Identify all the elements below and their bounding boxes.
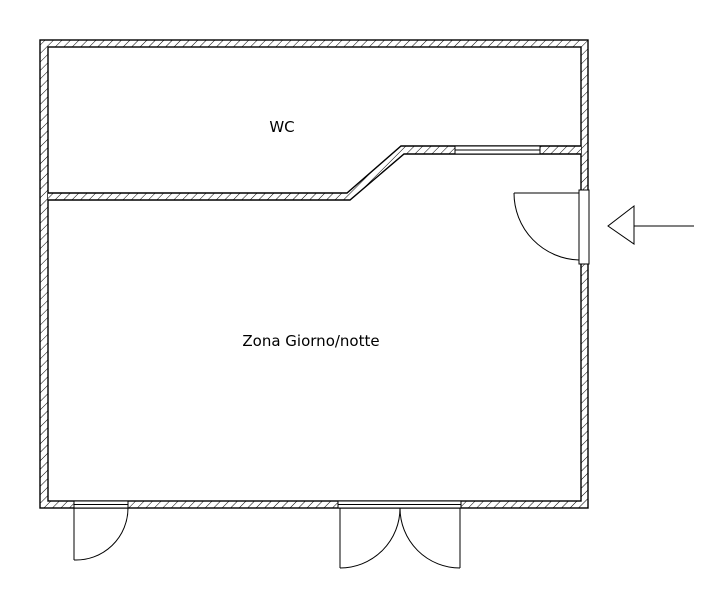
bottom-double-door <box>337 500 462 569</box>
room-label-wc: WC <box>269 118 294 136</box>
door-bottom-left <box>73 507 129 561</box>
bottom-left-window <box>73 500 129 509</box>
entrance-door <box>513 189 590 265</box>
entrance-arrow-icon <box>607 204 694 245</box>
room-label-living: Zona Giorno/notte <box>242 332 379 350</box>
partition-window <box>454 145 541 155</box>
outer-walls <box>39 39 589 509</box>
